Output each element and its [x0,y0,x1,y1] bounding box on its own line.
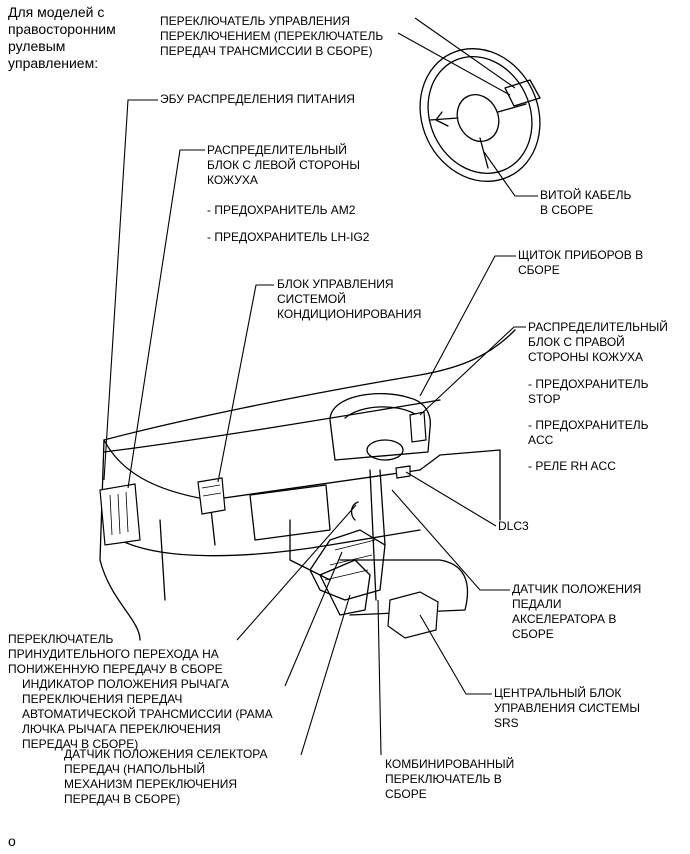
steering-wheel-illustration [419,48,541,182]
label-left-junction-block: РАСПРЕДЕЛИТЕЛЬНЫЙ БЛОК С ЛЕВОЙ СТОРОНЫ К… [207,143,360,187]
footer-mark: o [8,833,16,849]
label-airbag-sensor: ЦЕНТРАЛЬНЫЙ БЛОК УПРАВЛЕНИЯ СИСТЕМЫ SRS [494,686,641,730]
label-combination-meter: ЩИТОК ПРИБОРОВ В СБОРЕ [518,248,644,277]
dashboard-illustration [99,329,516,641]
header-note-line: правосторонним [8,21,116,37]
label-shift-indicator: ИНДИКАТОР ПОЛОЖЕНИЯ РЫЧАГА ПЕРЕКЛЮЧЕНИЯ … [22,677,273,751]
label-right-junction-block: РАСПРЕДЕЛИТЕЛЬНЫЙ БЛОК С ПРАВОЙ СТОРОНЫ … [528,320,668,364]
label-position-sensor: ДАТЧИК ПОЛОЖЕНИЯ СЕЛЕКТОРА ПЕРЕДАЧ (НАПО… [64,747,268,806]
header-note: Для моделей с правосторонним рулевым упр… [8,4,116,72]
header-note-line: управлением: [8,55,99,71]
label-ac-control: БЛОК УПРАВЛЕНИЯ СИСТЕМОЙ КОНДИЦИОНИРОВАН… [277,277,422,321]
leader-lines [103,17,538,756]
label-left-fuse-lhig2: - ПРЕДОХРАНИТЕЛЬ LH-IG2 [207,230,370,244]
label-power-ecu: ЭБУ РАСПРЕДЕЛЕНИЯ ПИТАНИЯ [160,92,355,106]
label-left-fuse-am2: - ПРЕДОХРАНИТЕЛЬ AM2 [207,203,356,217]
label-kickdown-switch: ПЕРЕКЛЮЧАТЕЛЬ ПРИНУДИТЕЛЬНОГО ПЕРЕХОДА Н… [8,632,223,676]
label-right-fuse-acc: - ПРЕДОХРАНИТЕЛЬ ACC [528,418,649,447]
label-spiral-cable: ВИТОЙ КАБЕЛЬ В СБОРЕ [540,188,632,217]
label-combination-switch: КОМБИНИРОВАННЫЙ ПЕРЕКЛЮЧАТЕЛЬ В СБОРЕ [385,757,515,801]
label-accel-sensor: ДАТЧИК ПОЛОЖЕНИЯ ПЕДАЛИ АКСЕЛЕРАТОРА В С… [512,582,642,641]
label-shift-switch: ПЕРЕКЛЮЧАТЕЛЬ УПРАВЛЕНИЯ ПЕРЕКЛЮЧЕНИЕМ (… [160,14,384,58]
header-note-line: рулевым [8,38,66,54]
label-right-fuse-stop: - ПРЕДОХРАНИТЕЛЬ STOP [528,377,649,406]
header-note-line: Для моделей с [8,4,105,20]
label-right-relay-acc: - РЕЛЕ RH ACC [528,459,616,473]
label-dlc3: DLC3 [498,519,529,533]
